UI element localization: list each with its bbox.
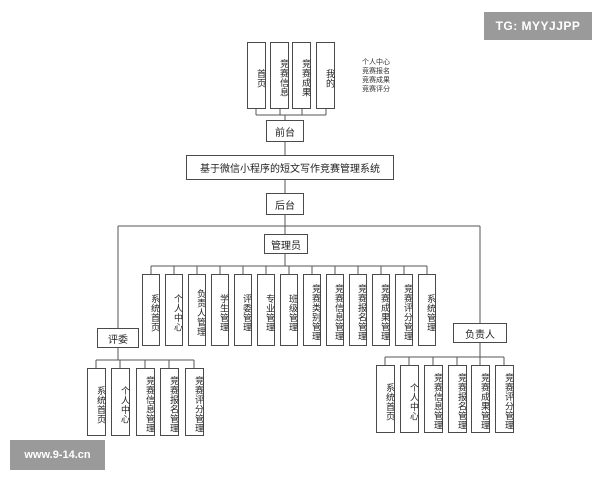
leader-item-personal-center: 个人中心	[400, 365, 419, 433]
admin-item-info-mgmt: 竞赛信息管理	[326, 274, 344, 346]
admin-item-student-mgmt: 学生管理	[211, 274, 229, 346]
backend-node: 后台	[266, 193, 304, 215]
judge-item-scoring-mgmt: 竞赛评分管理	[185, 368, 204, 436]
frontend-mine-note: 个人中心 竞赛报名 竞赛成果 竞赛评分	[362, 58, 416, 94]
leader-item-info-mgmt: 竞赛信息管理	[424, 365, 443, 433]
admin-item-system-mgmt: 系统管理	[418, 274, 436, 346]
system-title-node: 基于微信小程序的短文写作竞赛管理系统	[186, 155, 394, 180]
watermark-bottom: www.9-14.cn	[10, 440, 105, 470]
frontend-item-mine: 我的	[316, 42, 335, 109]
judge-node: 评委	[97, 328, 139, 348]
leader-node: 负责人	[453, 323, 507, 343]
admin-item-personal-center: 个人中心	[165, 274, 183, 346]
admin-item-system-home: 系统首页	[142, 274, 160, 346]
admin-item-leader-mgmt: 负责人管理	[188, 274, 206, 346]
watermark-top: TG: MYYJJPP	[484, 12, 592, 40]
leader-item-scoring-mgmt: 竞赛评分管理	[495, 365, 514, 433]
admin-item-major-mgmt: 专业管理	[257, 274, 275, 346]
leader-item-signup-mgmt: 竞赛报名管理	[448, 365, 467, 433]
frontend-node: 前台	[266, 120, 304, 142]
admin-node: 管理员	[264, 234, 308, 254]
note-line: 竞赛报名	[362, 67, 390, 75]
judge-item-info-mgmt: 竞赛信息管理	[136, 368, 155, 436]
judge-item-personal-center: 个人中心	[111, 368, 130, 436]
admin-item-class-mgmt: 班级管理	[280, 274, 298, 346]
frontend-item-competition-info: 竞赛信息	[270, 42, 289, 109]
admin-item-results-mgmt: 竞赛成果管理	[372, 274, 390, 346]
leader-item-results-mgmt: 竞赛成果管理	[471, 365, 490, 433]
admin-item-scoring-mgmt: 竞赛评分管理	[395, 274, 413, 346]
note-line: 竞赛成果	[362, 76, 390, 84]
admin-item-judge-mgmt: 评委管理	[234, 274, 252, 346]
judge-item-system-home: 系统首页	[87, 368, 106, 436]
judge-item-signup-mgmt: 竞赛报名管理	[160, 368, 179, 436]
note-line: 竞赛评分	[362, 85, 390, 93]
note-line: 个人中心	[362, 58, 390, 66]
frontend-item-competition-results: 竞赛成果	[292, 42, 311, 109]
admin-item-category-mgmt: 竞赛类别管理	[303, 274, 321, 346]
frontend-item-home: 首页	[247, 42, 266, 109]
leader-item-system-home: 系统首页	[376, 365, 395, 433]
admin-item-signup-mgmt: 竞赛报名管理	[349, 274, 367, 346]
